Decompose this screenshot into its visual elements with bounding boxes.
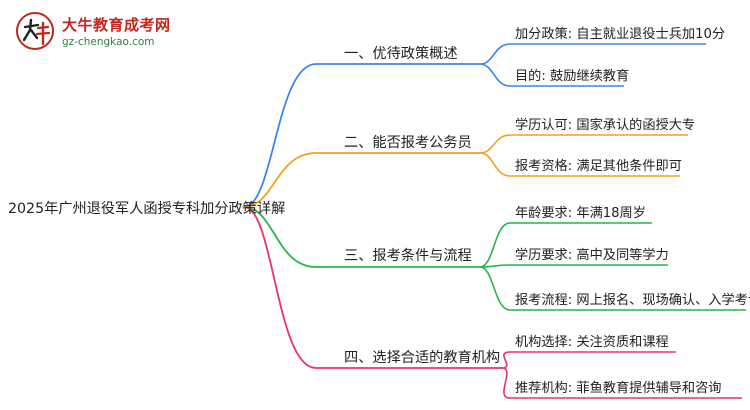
logo-url: gz-chengkao.com (62, 36, 155, 48)
leaf-node-label: 年龄要求: 年满18周岁 (515, 205, 646, 221)
branch-link (243, 152, 480, 208)
branch-node-label: 一、优待政策概述 (344, 45, 458, 62)
leaf-link (479, 222, 652, 268)
leaf-node-label: 目的: 鼓励继续教育 (515, 68, 629, 84)
leaf-link (479, 63, 624, 87)
logo-title: 大牛教育成考网 (62, 16, 171, 34)
mind-map-links (242, 43, 746, 399)
branch-link (243, 206, 502, 369)
branch-link (243, 206, 480, 268)
branch-node-label: 二、能否报考公务员 (344, 135, 472, 151)
leaf-node-label: 推荐机构: 菲鱼教育提供辅导和咨询 (515, 379, 721, 396)
logo-emblem-icon (16, 12, 54, 50)
leaf-node-label: 学历认可: 国家承认的函授大专 (515, 116, 695, 133)
leaf-node-label: 学历要求: 高中及同等学力 (515, 246, 669, 263)
leaf-link (479, 264, 668, 268)
leaf-link (479, 43, 706, 65)
leaf-link (479, 266, 746, 311)
branch-node-label: 三、报考条件与流程 (344, 247, 472, 264)
mind-map-nodes: 2025年广州退役军人函授专科加分政策详解 一、优待政策概述 加分政策: 自主就业… (8, 25, 750, 396)
leaf-link (479, 134, 688, 154)
leaf-node-label: 机构选择: 关注资质和课程 (515, 334, 669, 350)
site-logo: 大牛教育成考网 gz-chengkao.com (10, 8, 200, 56)
leaf-link (501, 367, 742, 399)
leaf-node-label: 报考流程: 网上报名、现场确认、入学考试 (515, 292, 750, 308)
branch-node-label: 四、选择合适的教育机构 (344, 350, 500, 366)
branch-link (243, 63, 480, 208)
root-node-label: 2025年广州退役军人函授专科加分政策详解 (8, 200, 285, 217)
leaf-link (479, 152, 680, 177)
leaf-node-label: 报考资格: 满足其他条件即可 (515, 157, 682, 174)
root-connector (242, 205, 246, 209)
leaf-link (501, 351, 676, 369)
leaf-node-label: 加分政策: 自主就业退役士兵加10分 (515, 25, 725, 42)
